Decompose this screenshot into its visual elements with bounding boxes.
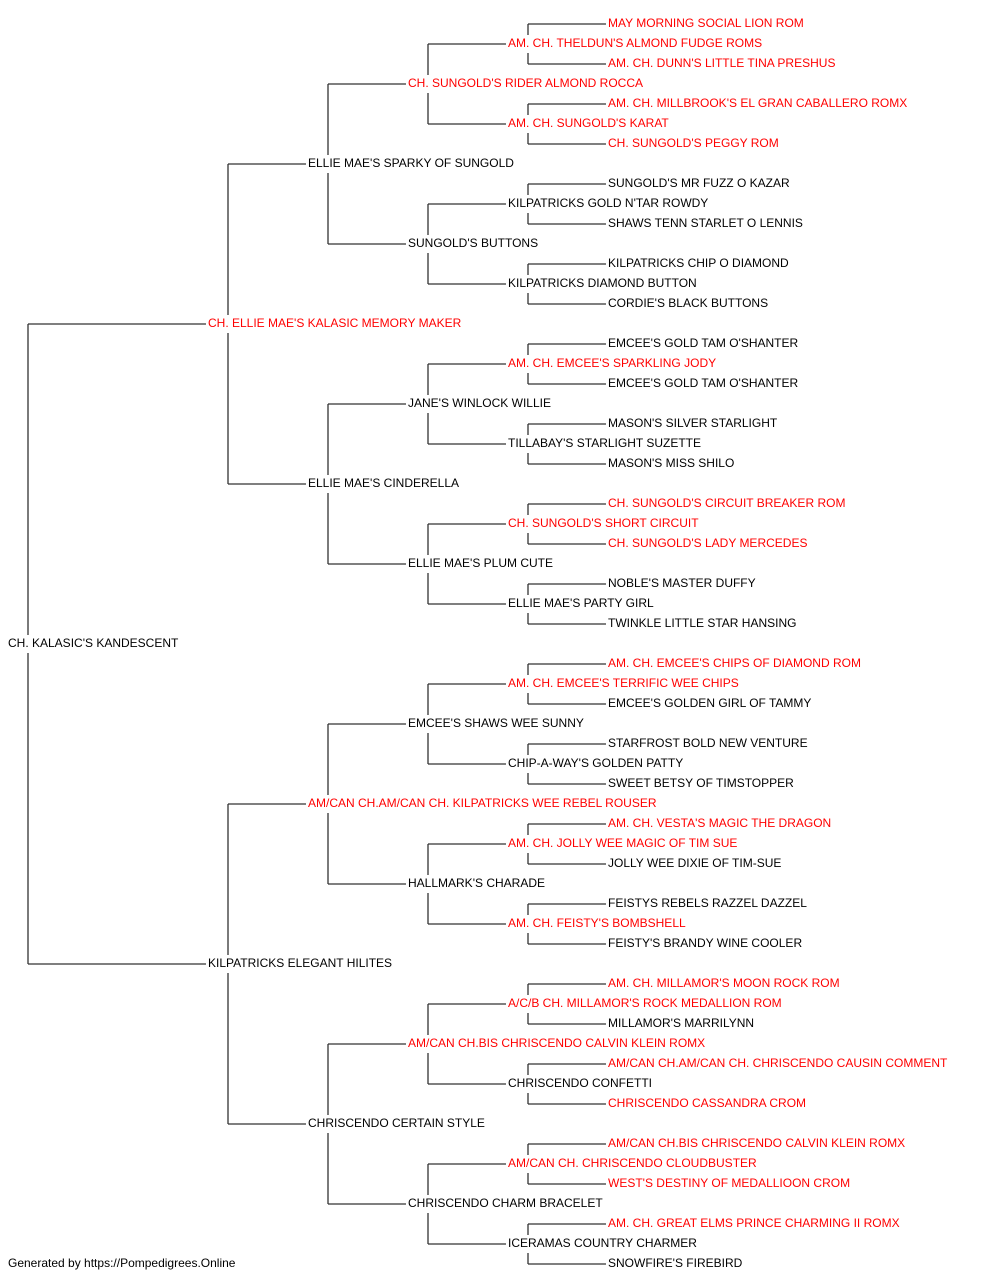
- pedigree-entry-root-s-d-d: ELLIE MAE'S PLUM CUTE: [408, 556, 553, 570]
- pedigree-entry-root-s-d-s: JANE'S WINLOCK WILLIE: [408, 396, 551, 410]
- pedigree-entry-root-s-d-s-s-s: EMCEE'S GOLD TAM O'SHANTER: [608, 336, 799, 350]
- pedigree-entry-root-s-s-d-s-d: SHAWS TENN STARLET O LENNIS: [608, 216, 803, 230]
- pedigree-entry-root-d-d-s: AM/CAN CH.BIS CHRISCENDO CALVIN KLEIN RO…: [408, 1036, 705, 1050]
- pedigree-entry-root-d-s-s-s-d: EMCEE'S GOLDEN GIRL OF TAMMY: [608, 696, 811, 710]
- pedigree-entry-root-s-d-d-d-s: NOBLE'S MASTER DUFFY: [608, 576, 756, 590]
- pedigree-entry-root-d-d: CHRISCENDO CERTAIN STYLE: [308, 1116, 485, 1130]
- pedigree-entry-root-d-s-s-s-s: AM. CH. EMCEE'S CHIPS OF DIAMOND ROM: [608, 656, 861, 670]
- pedigree-entry-root-d-s-s: EMCEE'S SHAWS WEE SUNNY: [408, 716, 584, 730]
- pedigree-entry-root-d-d-s-d-d: CHRISCENDO CASSANDRA CROM: [608, 1096, 806, 1110]
- pedigree-entry-root-d-d-d-d: ICERAMAS COUNTRY CHARMER: [508, 1236, 697, 1250]
- pedigree-entry-root-d-s-s-d: CHIP-A-WAY'S GOLDEN PATTY: [508, 756, 683, 770]
- pedigree-entry-root-d-d-d-s: AM/CAN CH. CHRISCENDO CLOUDBUSTER: [508, 1156, 757, 1170]
- pedigree-entry-root-s-s-s-s: AM. CH. THELDUN'S ALMOND FUDGE ROMS: [508, 36, 762, 50]
- pedigree-entry-root-d-s-d: HALLMARK'S CHARADE: [408, 876, 545, 890]
- pedigree-entry-root-s-s-s-d-d: CH. SUNGOLD'S PEGGY ROM: [608, 136, 779, 150]
- pedigree-entry-root-d-s: AM/CAN CH.AM/CAN CH. KILPATRICKS WEE REB…: [308, 796, 657, 810]
- pedigree-entry-root-s-s-d-s-s: SUNGOLD'S MR FUZZ O KAZAR: [608, 176, 790, 190]
- pedigree-entry-root-d-d-d-s-s: AM/CAN CH.BIS CHRISCENDO CALVIN KLEIN RO…: [608, 1136, 905, 1150]
- pedigree-entry-root-s-d: ELLIE MAE'S CINDERELLA: [308, 476, 459, 490]
- pedigree-entry-root-s-d-d-s-d: CH. SUNGOLD'S LADY MERCEDES: [608, 536, 807, 550]
- pedigree-entry-root-d-d-s-s-s: AM. CH. MILLAMOR'S MOON ROCK ROM: [608, 976, 840, 990]
- pedigree-entry-root-s-s-s: CH. SUNGOLD'S RIDER ALMOND ROCCA: [408, 76, 643, 90]
- pedigree-entry-root-d-s-d-s: AM. CH. JOLLY WEE MAGIC OF TIM SUE: [508, 836, 737, 850]
- pedigree-entry-root-d-s-d-s-s: AM. CH. VESTA'S MAGIC THE DRAGON: [608, 816, 831, 830]
- pedigree-entry-root-s-s-d-d-s: KILPATRICKS CHIP O DIAMOND: [608, 256, 789, 270]
- pedigree-entry-root-s-s-s-s-s: MAY MORNING SOCIAL LION ROM: [608, 16, 804, 30]
- pedigree-entry-root-d-d-s-d: CHRISCENDO CONFETTI: [508, 1076, 652, 1090]
- pedigree-entry-root-d-d-d-d-d: SNOWFIRE'S FIREBIRD: [608, 1256, 743, 1270]
- pedigree-entry-root-s-d-s-s-d: EMCEE'S GOLD TAM O'SHANTER: [608, 376, 799, 390]
- pedigree-entry-root-d-s-s-d-s: STARFROST BOLD NEW VENTURE: [608, 736, 808, 750]
- pedigree-entry-root-s-d-s-d-s: MASON'S SILVER STARLIGHT: [608, 416, 778, 430]
- pedigree-entry-root-s-s-d: SUNGOLD'S BUTTONS: [408, 236, 538, 250]
- pedigree-entry-root-d-d-s-d-s: AM/CAN CH.AM/CAN CH. CHRISCENDO CAUSIN C…: [608, 1056, 948, 1070]
- pedigree-entry-root-s-s-s-d: AM. CH. SUNGOLD'S KARAT: [508, 116, 669, 130]
- pedigree-entry-root-s-d-s-s: AM. CH. EMCEE'S SPARKLING JODY: [508, 356, 716, 370]
- pedigree-entry-root-d-s-s-d-d: SWEET BETSY OF TIMSTOPPER: [608, 776, 794, 790]
- pedigree-entry-root-s-d-s-d-d: MASON'S MISS SHILO: [608, 456, 734, 470]
- pedigree-entry-root: CH. KALASIC'S KANDESCENT: [8, 636, 179, 650]
- pedigree-entry-root-d-s-d-d-s: FEISTYS REBELS RAZZEL DAZZEL: [608, 896, 807, 910]
- pedigree-entry-root-d-s-d-d: AM. CH. FEISTY'S BOMBSHELL: [508, 916, 686, 930]
- generated-by-footer: Generated by https://Pompedigrees.Online: [8, 1256, 236, 1270]
- pedigree-entry-root-d-d-d-s-d: WEST'S DESTINY OF MEDALLIOON CROM: [608, 1176, 850, 1190]
- pedigree-entry-root-s-d-d-s-s: CH. SUNGOLD'S CIRCUIT BREAKER ROM: [608, 496, 845, 510]
- pedigree-entry-root-s-d-d-s: CH. SUNGOLD'S SHORT CIRCUIT: [508, 516, 699, 530]
- pedigree-entry-root-s-s: ELLIE MAE'S SPARKY OF SUNGOLD: [308, 156, 514, 170]
- pedigree-entry-root-s: CH. ELLIE MAE'S KALASIC MEMORY MAKER: [208, 316, 462, 330]
- pedigree-entry-root-s-s-d-s: KILPATRICKS GOLD N'TAR ROWDY: [508, 196, 708, 210]
- pedigree-entry-root-d-s-d-s-d: JOLLY WEE DIXIE OF TIM-SUE: [608, 856, 781, 870]
- pedigree-entry-root-d-d-s-s-d: MILLAMOR'S MARRILYNN: [608, 1016, 754, 1030]
- pedigree-entry-root-s-s-d-d-d: CORDIE'S BLACK BUTTONS: [608, 296, 768, 310]
- pedigree-entry-root-d-d-d: CHRISCENDO CHARM BRACELET: [408, 1196, 603, 1210]
- pedigree-entry-root-s-d-d-d: ELLIE MAE'S PARTY GIRL: [508, 596, 654, 610]
- pedigree-entry-root-d-d-s-s: A/C/B CH. MILLAMOR'S ROCK MEDALLION ROM: [508, 996, 782, 1010]
- pedigree-entry-root-d-s-s-s: AM. CH. EMCEE'S TERRIFIC WEE CHIPS: [508, 676, 739, 690]
- pedigree-entry-root-d-s-d-d-d: FEISTY'S BRANDY WINE COOLER: [608, 936, 802, 950]
- pedigree-entry-root-d: KILPATRICKS ELEGANT HILITES: [208, 956, 392, 970]
- pedigree-entry-root-s-d-d-d-d: TWINKLE LITTLE STAR HANSING: [608, 616, 796, 630]
- pedigree-entry-root-s-s-s-d-s: AM. CH. MILLBROOK'S EL GRAN CABALLERO RO…: [608, 96, 907, 110]
- pedigree-entry-root-s-d-s-d: TILLABAY'S STARLIGHT SUZETTE: [508, 436, 701, 450]
- pedigree-entry-root-d-d-d-d-s: AM. CH. GREAT ELMS PRINCE CHARMING II RO…: [608, 1216, 900, 1230]
- pedigree-entry-root-s-s-s-s-d: AM. CH. DUNN'S LITTLE TINA PRESHUS: [608, 56, 835, 70]
- pedigree-entry-root-s-s-d-d: KILPATRICKS DIAMOND BUTTON: [508, 276, 697, 290]
